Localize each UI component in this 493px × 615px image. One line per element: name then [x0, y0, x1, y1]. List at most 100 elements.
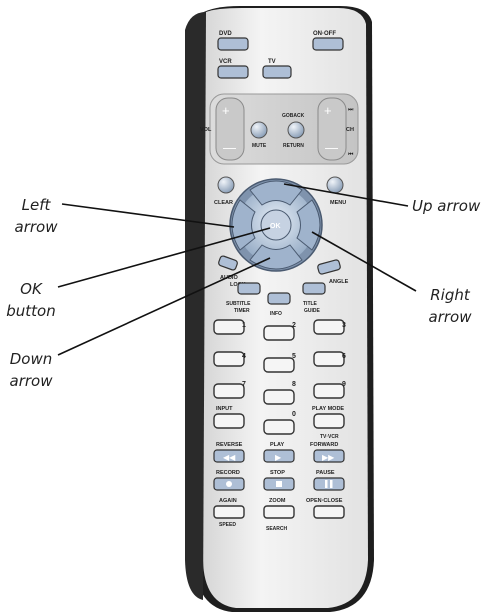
- clear-button[interactable]: CLEAR: [214, 176, 235, 206]
- svg-text:RECORD: RECORD: [216, 470, 240, 476]
- right-arrow-button[interactable]: [296, 199, 321, 251]
- digit-1-button[interactable]: 1: [213, 319, 246, 335]
- svg-text:TITLE: TITLE: [303, 301, 318, 307]
- svg-text:INFO: INFO: [270, 311, 282, 317]
- svg-text:9: 9: [342, 381, 346, 388]
- svg-text:INPUT: INPUT: [216, 406, 233, 412]
- svg-text:0: 0: [292, 411, 296, 418]
- down-arrow-button[interactable]: [249, 244, 303, 270]
- svg-text:5: 5: [292, 353, 296, 360]
- pause-button[interactable]: PAUSE: [313, 470, 345, 491]
- right-arrow-callout: Right arrow: [428, 286, 472, 326]
- svg-text:1: 1: [242, 322, 246, 329]
- play-icon: ▶: [275, 453, 282, 462]
- ok-button[interactable]: OK: [260, 209, 292, 241]
- svg-text:FORWARD: FORWARD: [310, 442, 338, 448]
- reverse-button[interactable]: REVERSE ◀◀: [213, 442, 245, 463]
- ch-plus-icon: +: [324, 103, 332, 118]
- digit-7-button[interactable]: 7: [213, 381, 246, 399]
- record-icon: [226, 481, 232, 487]
- svg-text:OK: OK: [270, 223, 281, 230]
- angle-button[interactable]: ANGLE: [317, 259, 349, 285]
- right-arrow-leader-line: [311, 231, 417, 292]
- ch-rocker[interactable]: + —: [317, 97, 347, 161]
- stop-button[interactable]: STOP: [263, 470, 295, 491]
- svg-text:PLAY MODE: PLAY MODE: [312, 406, 344, 412]
- svg-text:SPEED: SPEED: [219, 522, 236, 528]
- svg-text:STOP: STOP: [270, 470, 285, 476]
- skip-next-icon: ⏭: [348, 107, 354, 113]
- vcr-button[interactable]: VCR: [217, 59, 249, 79]
- forward-button[interactable]: FORWARD ▶▶: [310, 442, 345, 463]
- svg-text:VCR: VCR: [219, 59, 232, 65]
- svg-text:6: 6: [342, 353, 346, 360]
- svg-text:AGAIN: AGAIN: [219, 498, 237, 504]
- goback-return-button[interactable]: GOBACK RETURN: [282, 113, 305, 149]
- volume-rocker[interactable]: + —: [215, 97, 245, 161]
- svg-text:MUTE: MUTE: [252, 143, 267, 149]
- digit-2-button[interactable]: 2: [263, 322, 296, 341]
- vol-label: VOL: [200, 127, 212, 133]
- up-arrow-button[interactable]: [249, 180, 303, 206]
- tv-button[interactable]: TV: [262, 59, 292, 79]
- svg-text:OPEN·CLOSE: OPEN·CLOSE: [306, 498, 343, 504]
- left-arrow-callout: Left arrow: [14, 196, 58, 236]
- digit-3-button[interactable]: 3: [313, 319, 346, 335]
- ok-button-leader-line: [57, 227, 271, 288]
- up-arrow-leader-line: [283, 183, 409, 207]
- skip-previous-icon: ⏮: [348, 152, 354, 158]
- dvd-button[interactable]: DVD: [217, 31, 249, 51]
- ch-minus-icon: —: [325, 140, 338, 155]
- down-arrow-callout: Down arrow: [9, 350, 53, 390]
- up-arrow-callout: Up arrow: [412, 197, 481, 215]
- rewind-icon: ◀◀: [223, 453, 236, 462]
- pause-icon: [325, 480, 333, 488]
- fast-forward-icon: ▶▶: [322, 453, 335, 462]
- svg-text:GUIDE: GUIDE: [304, 308, 321, 314]
- stop-icon: [276, 481, 282, 487]
- svg-text:SEARCH: SEARCH: [266, 526, 288, 532]
- svg-text:ON·OFF: ON·OFF: [313, 31, 336, 37]
- play-button[interactable]: PLAY ▶: [263, 442, 295, 463]
- svg-text:DVD: DVD: [219, 31, 232, 37]
- svg-text:MENU: MENU: [330, 200, 346, 206]
- svg-text:ZOOM: ZOOM: [269, 498, 286, 504]
- play-mode-button[interactable]: PLAY MODE TV·VCR: [312, 406, 345, 440]
- vol-plus-icon: +: [222, 103, 230, 118]
- ch-label: CH: [346, 127, 354, 133]
- svg-text:4: 4: [242, 353, 246, 360]
- digit-0-button[interactable]: 0: [263, 411, 296, 435]
- svg-text:REVERSE: REVERSE: [216, 442, 243, 448]
- record-button[interactable]: RECORD: [213, 470, 245, 491]
- svg-text:RETURN: RETURN: [283, 143, 304, 149]
- svg-text:ANGLE: ANGLE: [329, 279, 349, 285]
- digit-6-button[interactable]: 6: [313, 351, 346, 367]
- open-close-button[interactable]: OPEN·CLOSE: [306, 498, 345, 519]
- svg-text:AUDIO: AUDIO: [220, 275, 238, 281]
- svg-text:CLEAR: CLEAR: [214, 200, 233, 206]
- down-arrow-leader-line: [57, 257, 271, 356]
- svg-text:SUBTITLE: SUBTITLE: [226, 301, 251, 307]
- number-pad: 1 2 3 4 5 6 7 8 9 INPUT 0 PLAY MODE TV·VC…: [213, 319, 346, 440]
- zoom-search-button[interactable]: ZOOM SEARCH: [263, 498, 295, 532]
- again-speed-button[interactable]: AGAIN SPEED: [213, 498, 245, 528]
- title-guide-button[interactable]: TITLE GUIDE: [302, 282, 326, 314]
- digit-4-button[interactable]: 4: [213, 351, 246, 367]
- digit-9-button[interactable]: 9: [313, 381, 346, 399]
- on-off-button[interactable]: ON·OFF: [312, 31, 344, 51]
- input-button[interactable]: INPUT: [213, 406, 245, 429]
- svg-text:GOBACK: GOBACK: [282, 113, 305, 119]
- digit-5-button[interactable]: 5: [263, 353, 296, 373]
- svg-text:2: 2: [292, 322, 296, 329]
- svg-text:3: 3: [342, 322, 346, 329]
- info-button[interactable]: INFO: [267, 292, 291, 317]
- subtitle-timer-button[interactable]: SUBTITLE TIMER: [226, 282, 261, 314]
- mute-button[interactable]: MUTE: [250, 121, 268, 149]
- svg-text:TV: TV: [268, 59, 276, 65]
- digit-8-button[interactable]: 8: [263, 381, 296, 405]
- svg-text:TV·VCR: TV·VCR: [320, 434, 339, 440]
- svg-text:7: 7: [242, 381, 246, 388]
- svg-text:8: 8: [292, 381, 296, 388]
- svg-text:PLAY: PLAY: [270, 442, 284, 448]
